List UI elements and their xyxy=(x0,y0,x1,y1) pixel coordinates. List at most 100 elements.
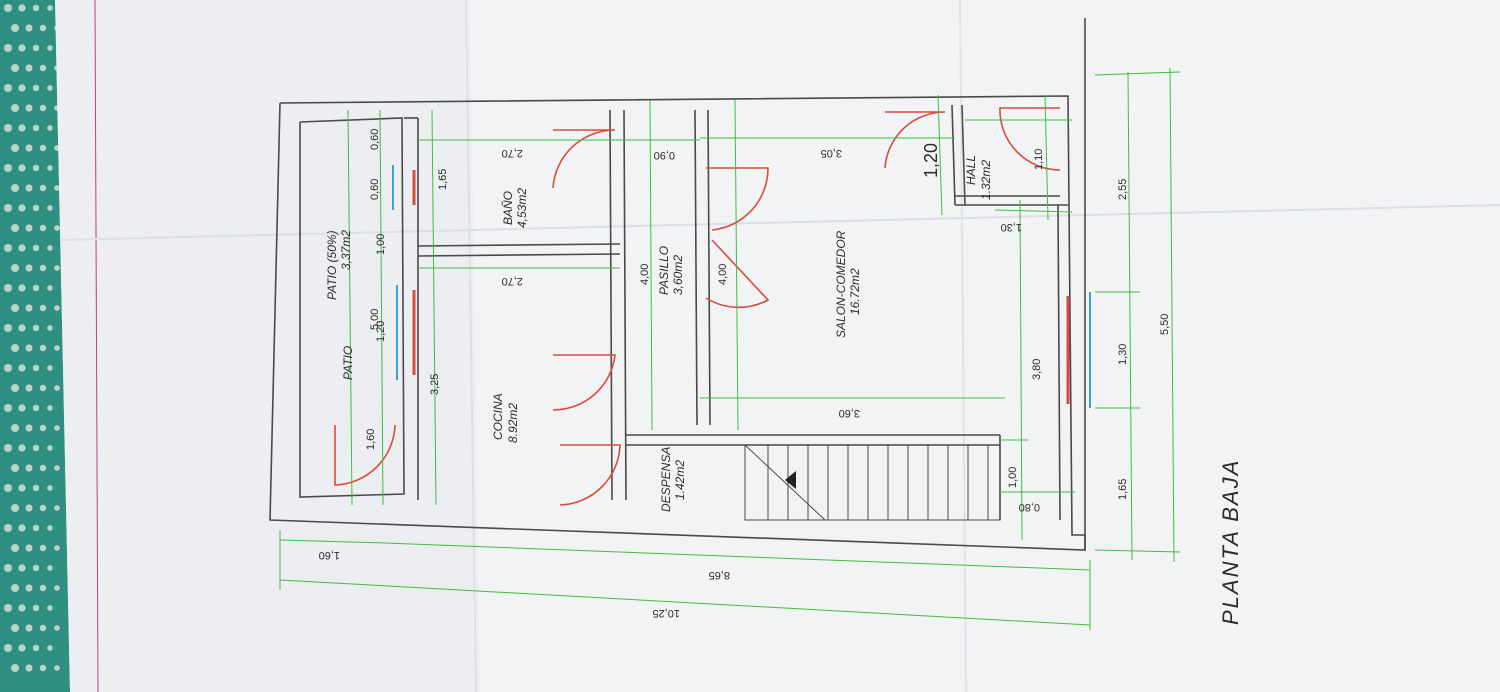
tablecloth-dot xyxy=(4,484,12,492)
tablecloth-dot xyxy=(18,284,26,292)
paper-fold-crease-right xyxy=(959,0,967,692)
room-cocina-area: 8.92m2 xyxy=(506,403,520,443)
tablecloth-dot xyxy=(39,264,47,272)
tablecloth-dot xyxy=(18,324,26,332)
tablecloth-dot xyxy=(11,144,19,152)
dim-patio-depth: 1,60 xyxy=(319,549,340,561)
tablecloth-dot xyxy=(11,584,19,592)
tablecloth-dot xyxy=(25,664,33,672)
dim-patio-window-b: 1,20 xyxy=(375,321,387,342)
plan-labels: PATIO PATIO (50%) 3,37m2 BAÑO 4,53m2 COC… xyxy=(319,129,1243,625)
tablecloth-dot xyxy=(11,544,19,552)
tablecloth-dot xyxy=(4,364,12,372)
tablecloth-dot xyxy=(11,344,19,352)
tablecloth-dot xyxy=(39,304,47,312)
tablecloth-dot xyxy=(11,224,19,232)
tablecloth-dot xyxy=(11,64,19,72)
tablecloth-dot xyxy=(32,604,40,612)
tablecloth-dot xyxy=(39,344,47,352)
tablecloth-dot xyxy=(11,424,19,432)
tablecloth-dot xyxy=(25,384,33,392)
dim-hall-width: 1,10 xyxy=(1033,149,1045,170)
stair-winder-line xyxy=(744,444,826,521)
room-patio50-area: 3,37m2 xyxy=(339,230,353,270)
tablecloth-dot xyxy=(25,264,33,272)
tablecloth-dot xyxy=(47,525,53,531)
room-bano-area: 4,53m2 xyxy=(515,188,529,228)
tablecloth-dot xyxy=(11,104,19,112)
tablecloth-dot xyxy=(11,384,19,392)
tablecloth-dot xyxy=(47,165,53,171)
dim-patio-length: 5,00 xyxy=(369,309,381,330)
tablecloth-dot xyxy=(18,484,26,492)
tablecloth-dot xyxy=(32,44,40,52)
tablecloth-dot xyxy=(4,4,12,12)
tablecloth-dot xyxy=(47,645,53,651)
room-patio50-label: PATIO (50%) xyxy=(325,230,339,300)
tablecloth-dot xyxy=(54,185,60,191)
tablecloth-dot xyxy=(18,604,26,612)
dim-salon-width: 3,80 xyxy=(1031,359,1043,380)
room-bano-label: BAÑO xyxy=(501,191,515,225)
tablecloth-dot xyxy=(54,625,60,631)
tablecloth-dot xyxy=(39,504,47,512)
tablecloth-dot xyxy=(54,545,60,551)
dim-inner-length: 8,65 xyxy=(709,569,730,581)
tablecloth-dot xyxy=(32,4,40,12)
dim-patio-door: 1,60 xyxy=(365,429,377,450)
tablecloth-dot xyxy=(11,24,19,32)
tablecloth-dot xyxy=(11,264,19,272)
tablecloth-dot xyxy=(32,284,40,292)
tablecloth-dot xyxy=(11,304,19,312)
tablecloth-dot xyxy=(39,24,47,32)
dim-facade-window: 1,30 xyxy=(1117,344,1129,365)
dim-cocina-length: 2,70 xyxy=(502,275,523,287)
tablecloth-dot xyxy=(32,564,40,572)
dim-hall-depth: 1,30 xyxy=(1001,221,1022,233)
windows xyxy=(392,165,1091,408)
tablecloth-dot xyxy=(25,504,33,512)
tablecloth-dot xyxy=(25,424,33,432)
tablecloth-dot xyxy=(4,284,12,292)
tablecloth-dot xyxy=(32,364,40,372)
tablecloth-dot xyxy=(18,444,26,452)
tablecloth-dot xyxy=(39,384,47,392)
dim-bano-length: 2,70 xyxy=(502,147,523,159)
dim-pasillo-width: 0,90 xyxy=(654,149,675,161)
tablecloth-dot xyxy=(54,665,60,671)
tablecloth-dot xyxy=(39,424,47,432)
tablecloth-dot xyxy=(54,345,60,351)
tablecloth-dot xyxy=(18,4,26,12)
tablecloth-dot xyxy=(32,404,40,412)
tablecloth-dot xyxy=(54,465,60,471)
dim-facade-b: 1,65 xyxy=(1117,479,1129,500)
dim-salon-lower: 3,60 xyxy=(839,407,860,419)
dimension-lines xyxy=(279,67,1181,630)
tablecloth-dot xyxy=(25,64,33,72)
tablecloth-dot xyxy=(32,244,40,252)
tablecloth-dot xyxy=(4,44,12,52)
tablecloth-dot xyxy=(18,244,26,252)
tablecloth-dot xyxy=(4,124,12,132)
tablecloth-dot xyxy=(47,565,53,571)
tablecloth-dot xyxy=(25,624,33,632)
tablecloth-dot xyxy=(54,585,60,591)
dim-total-length: 10,25 xyxy=(652,607,680,619)
tablecloth-dot xyxy=(39,224,47,232)
tablecloth-dot xyxy=(4,324,12,332)
room-patio-label: PATIO xyxy=(341,346,355,380)
tablecloth-dot xyxy=(25,144,33,152)
tablecloth-dot xyxy=(18,84,26,92)
tablecloth-dot xyxy=(18,124,26,132)
window-frames xyxy=(412,170,1070,404)
tablecloth-dot xyxy=(47,405,53,411)
tablecloth-dot xyxy=(18,44,26,52)
tablecloth-dot xyxy=(54,225,60,231)
tablecloth-dot xyxy=(11,504,19,512)
dim-patio-window-a: 1,00 xyxy=(375,234,387,255)
room-pasillo-area: 3,60m2 xyxy=(671,255,685,295)
tablecloth-dot xyxy=(39,624,47,632)
tablecloth-dot xyxy=(18,644,26,652)
tablecloth-dot xyxy=(11,664,19,672)
